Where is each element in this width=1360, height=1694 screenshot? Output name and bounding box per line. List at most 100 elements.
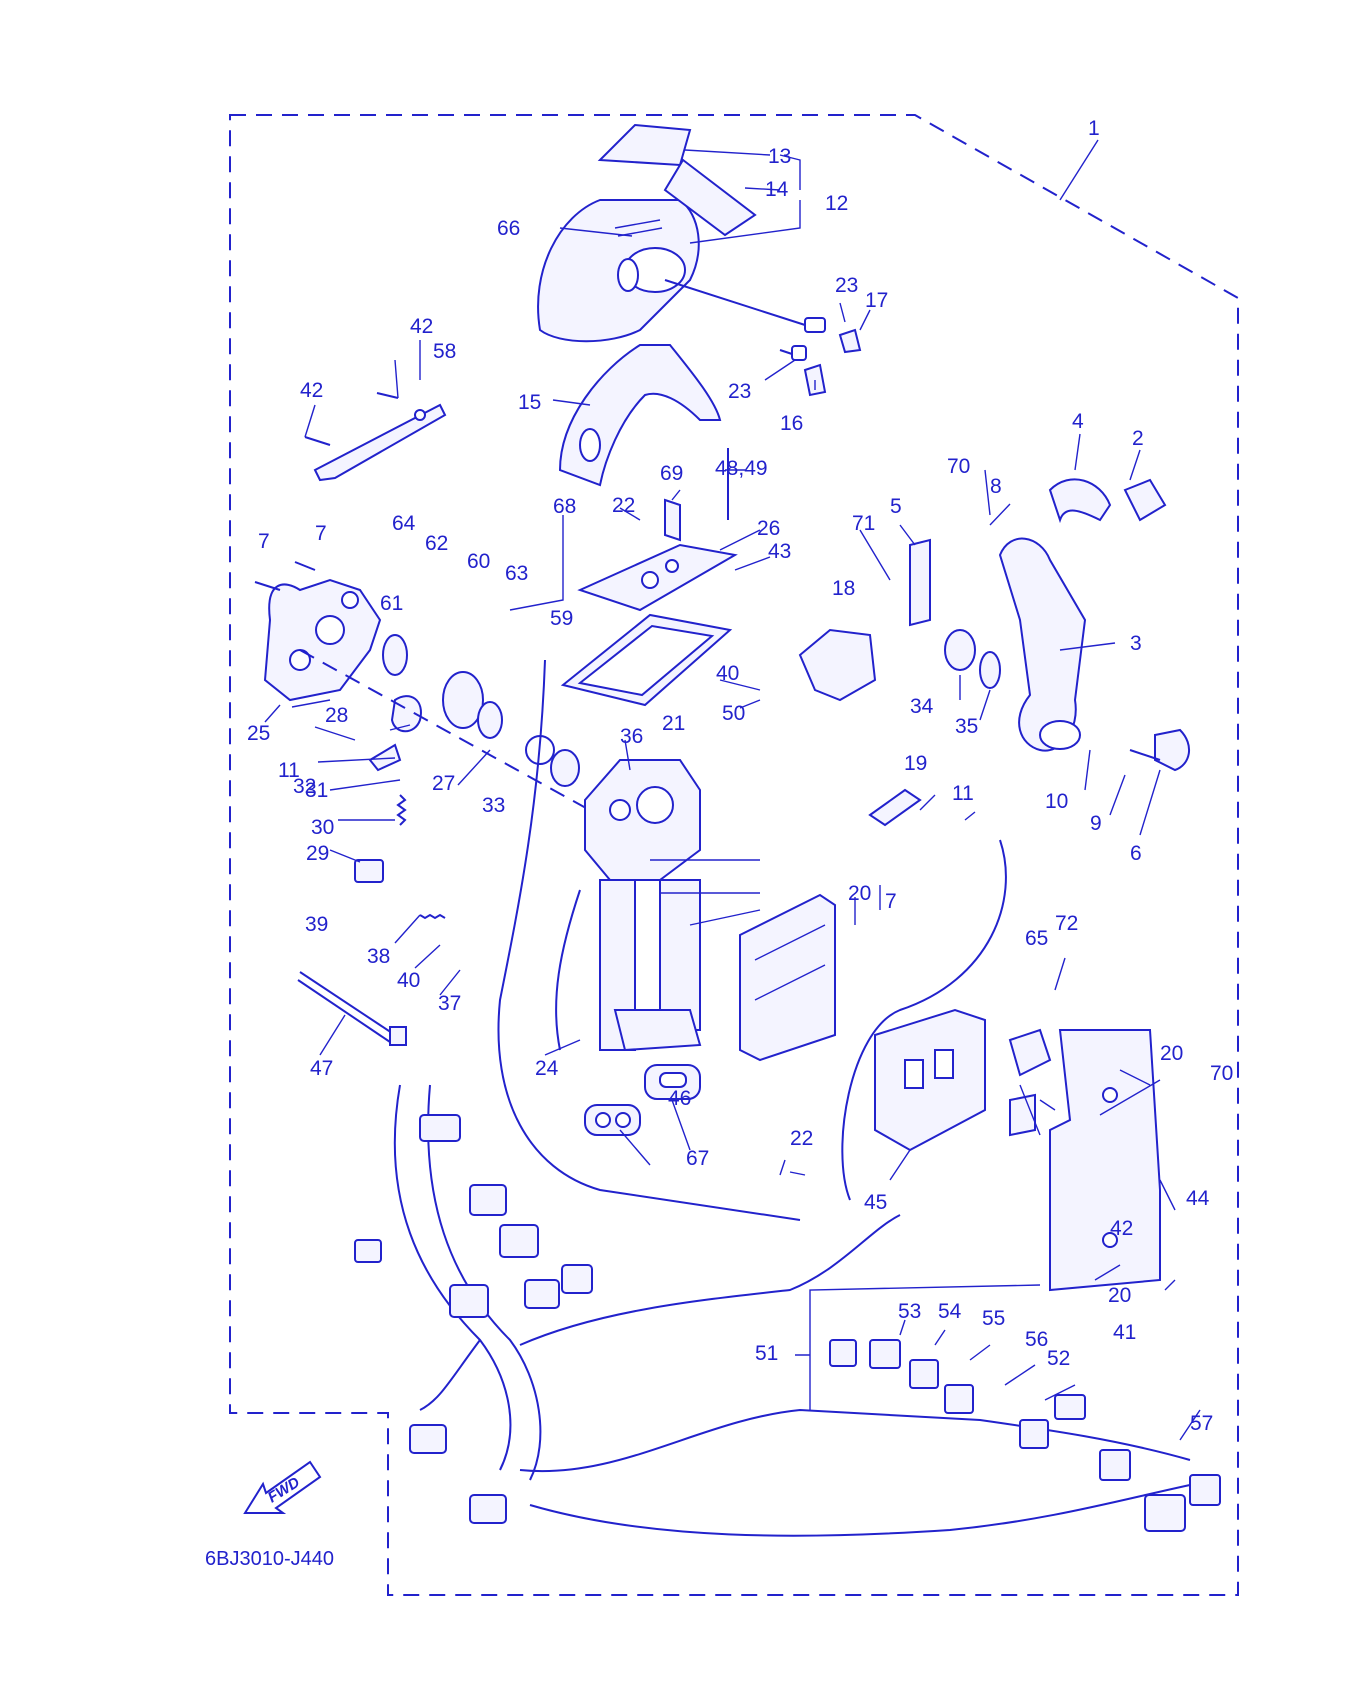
part-label: 52 xyxy=(1047,1347,1070,1370)
part-label: 48,49 xyxy=(715,457,768,480)
part-label: 70 xyxy=(947,455,970,478)
part-label: 59 xyxy=(550,607,573,630)
part-label: 30 xyxy=(311,816,334,839)
part-label: 23 xyxy=(728,380,751,403)
diagram-code: 6BJ3010-J440 xyxy=(205,1548,334,1570)
part-label: 50 xyxy=(722,702,745,725)
leader-lines xyxy=(264,139,1201,1441)
part-label: 38 xyxy=(367,945,390,968)
part-label: 70 xyxy=(1210,1062,1233,1085)
part-label: 57 xyxy=(1190,1412,1213,1435)
part-label: 7 xyxy=(315,522,327,545)
part-label: 71 xyxy=(852,512,875,535)
part-label: 62 xyxy=(425,532,448,555)
part-label: 10 xyxy=(1045,790,1068,813)
bracket-43 xyxy=(1049,1029,1161,1292)
part-label: 6 xyxy=(1130,842,1142,865)
part-label: 67 xyxy=(686,1147,709,1170)
part-label: 14 xyxy=(765,178,789,201)
part-label: 34 xyxy=(910,695,934,718)
part-label: 36 xyxy=(620,725,643,748)
part-label: 42 xyxy=(300,379,323,402)
right-lever-assembly xyxy=(909,478,1190,772)
part-label: 37 xyxy=(438,992,461,1015)
part-label: 22 xyxy=(612,494,635,517)
part-label: 18 xyxy=(832,577,855,600)
part-label: 9 xyxy=(1090,812,1102,835)
part-label: 64 xyxy=(392,512,416,535)
part-label: 17 xyxy=(865,289,888,312)
housing-25 xyxy=(254,561,382,702)
part-label: 31 xyxy=(305,779,328,802)
part-label: 47 xyxy=(310,1057,333,1080)
part-label: 3 xyxy=(1130,632,1142,655)
relay-block-44 xyxy=(874,1008,1052,1152)
cable-tie-47 xyxy=(297,971,407,1046)
part-label: 40 xyxy=(397,969,420,992)
part-label: 11 xyxy=(952,782,974,805)
part-label: 7 xyxy=(885,890,897,913)
part-label: 29 xyxy=(306,842,329,865)
part-label: 40 xyxy=(716,662,739,685)
part-label: 72 xyxy=(1055,912,1078,935)
part-label: 58 xyxy=(433,340,456,363)
part-label: 24 xyxy=(535,1057,559,1080)
part-label: 65 xyxy=(1025,927,1048,950)
springs xyxy=(354,743,446,920)
bracket-58 xyxy=(304,392,447,482)
part-label: 21 xyxy=(662,712,685,735)
part-label: 39 xyxy=(305,913,328,936)
bracket-19 xyxy=(868,788,922,827)
wiring-harness xyxy=(354,659,1221,1537)
part-label: 26 xyxy=(757,517,780,540)
part-label: 1 xyxy=(1088,117,1100,140)
part-label: 16 xyxy=(780,412,803,435)
part-label: 2 xyxy=(1132,427,1144,450)
part-label: 44 xyxy=(1186,1187,1210,1210)
part-label: 41 xyxy=(1113,1321,1136,1344)
part-label: 7 xyxy=(258,530,270,553)
grommets xyxy=(584,1064,701,1136)
part-label: 12 xyxy=(825,192,848,215)
module-45 xyxy=(739,893,836,1062)
part-label: 32 xyxy=(293,775,316,798)
part-label: 42 xyxy=(410,315,433,338)
fwd-arrow-icon: FWD xyxy=(243,1460,322,1514)
part-label: 45 xyxy=(864,1191,887,1214)
part-label: 46 xyxy=(668,1087,691,1110)
part-label: 23 xyxy=(835,274,858,297)
part-label: 27 xyxy=(432,772,455,795)
lever-handle xyxy=(558,344,722,487)
central-control-unit xyxy=(584,759,702,1052)
part-label: 51 xyxy=(755,1342,778,1365)
assembly-boundary xyxy=(229,114,1239,1596)
part-label: 11 xyxy=(278,759,300,782)
part-label: 63 xyxy=(505,562,528,585)
part-label: 61 xyxy=(380,592,403,615)
part-label: 28 xyxy=(325,704,348,727)
part-label: 53 xyxy=(898,1300,921,1323)
part-label: 22 xyxy=(790,1127,813,1150)
part-label: 8 xyxy=(990,475,1002,498)
part-label: 68 xyxy=(553,495,576,518)
part-label: 56 xyxy=(1025,1328,1048,1351)
part-label: 35 xyxy=(955,715,978,738)
part-label: 43 xyxy=(768,540,791,563)
shaft-gear-group xyxy=(299,634,681,861)
part-label: 55 xyxy=(982,1307,1005,1330)
part-label: 13 xyxy=(768,145,791,168)
part-label: 60 xyxy=(467,550,490,573)
part-label: 33 xyxy=(482,794,505,817)
part-label: 69 xyxy=(660,462,683,485)
part-label: 20 xyxy=(1160,1042,1183,1065)
part-labels: 1 2 3 4 5 6 7 7 7 8 9 10 11 11 12 13 14 … xyxy=(247,117,1233,1435)
part-label: 66 xyxy=(497,217,520,240)
part-label: 4 xyxy=(1072,410,1084,433)
top-cover-assembly xyxy=(537,123,757,343)
part-label: 20 xyxy=(848,882,871,905)
part-label: 20 xyxy=(1108,1284,1131,1307)
part-label: 5 xyxy=(890,495,902,518)
clip-18 xyxy=(798,628,877,702)
part-label: 15 xyxy=(518,391,541,414)
